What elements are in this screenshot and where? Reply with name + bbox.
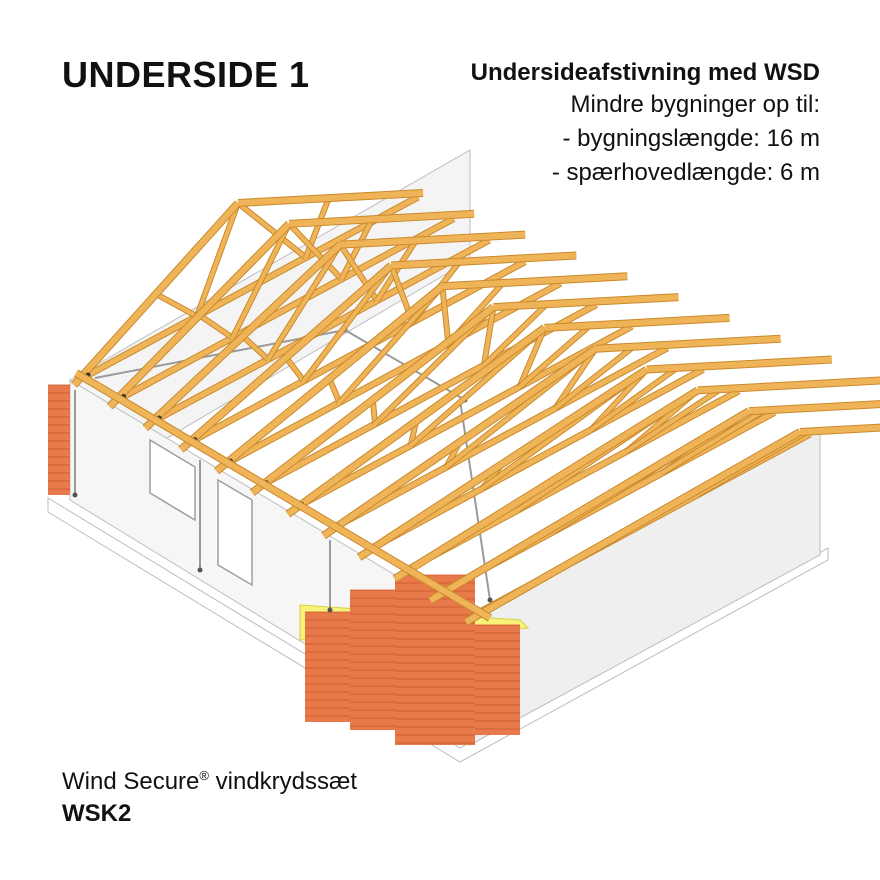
truss-top-chord — [71, 200, 241, 388]
truss-bottom-chord — [229, 280, 562, 464]
truss-web — [482, 304, 547, 367]
truss-web — [284, 356, 306, 383]
truss-top-chord — [288, 210, 475, 227]
truss-web — [198, 313, 234, 340]
product-name-suffix: vindkrydssæt — [208, 768, 358, 795]
strap-anchor — [327, 607, 333, 613]
brick-block — [475, 625, 520, 735]
truss-bottom-chord — [371, 367, 705, 550]
brick-block — [48, 385, 70, 495]
brick-block — [305, 612, 350, 722]
truss-top-chord — [595, 335, 781, 352]
truss-web — [195, 202, 240, 317]
truss-bottom-chord — [336, 345, 669, 529]
info-line-3: - spærhovedlængde: 6 m — [551, 159, 820, 186]
product-code: WSK2 — [62, 800, 132, 827]
truss-top-chord — [357, 367, 649, 560]
truss-top-chord — [340, 231, 526, 248]
truss-top-chord — [250, 304, 496, 496]
truss-web — [518, 325, 590, 389]
registered-mark: ® — [199, 768, 209, 783]
truss-web — [266, 243, 342, 361]
strap-anchor — [72, 492, 78, 498]
strap-anchor — [197, 567, 203, 573]
truss-top-chord — [646, 356, 832, 373]
strap-anchor — [487, 597, 493, 603]
truss-top-chord — [391, 252, 577, 269]
truss-web — [517, 327, 547, 388]
product-name-text: Wind Secure — [62, 768, 200, 795]
truss-top-chord — [321, 346, 598, 539]
truss-web — [287, 222, 343, 281]
truss-bottom-chord — [300, 324, 634, 507]
truss-top-chord — [464, 429, 802, 625]
truss-web — [554, 346, 633, 410]
page-title: UNDERSIDE 1 — [62, 54, 310, 95]
roof-truss-icon — [71, 189, 880, 626]
truss-top-chord — [214, 283, 445, 474]
info-line-2: - bygningslængde: 16 m — [562, 125, 820, 152]
truss-web — [553, 347, 598, 410]
truss-web — [339, 220, 374, 280]
truss-web — [661, 410, 763, 475]
truss-top-chord — [143, 242, 343, 431]
truss-web — [230, 222, 291, 339]
truss-web — [337, 284, 444, 404]
truss-top-chord — [748, 401, 880, 415]
truss-top-chord — [442, 273, 628, 290]
product-block: Wind Secure® vindkrydssæt WSK2 — [62, 760, 357, 830]
info-block: Undersideafstivning med WSD Mindre bygni… — [471, 58, 820, 190]
truss-bottom-chord — [86, 194, 420, 378]
truss-top-chord — [107, 221, 292, 409]
truss-web — [327, 377, 342, 404]
truss-top-chord — [428, 408, 751, 604]
wall-plate — [74, 370, 492, 621]
truss-top-chord — [286, 325, 547, 517]
window-opening — [149, 438, 196, 522]
product-name: Wind Secure® vindkrydssæt — [62, 760, 357, 798]
truss-web — [482, 306, 496, 366]
truss-web — [589, 367, 677, 432]
brick-wall-icon — [48, 384, 520, 745]
truss-top-chord — [799, 424, 880, 435]
truss-web — [625, 388, 720, 454]
brick-block — [350, 590, 395, 730]
info-line-1: Mindre bygninger op til: — [570, 91, 820, 118]
truss-top-chord — [544, 314, 730, 331]
truss-top-chord — [178, 263, 394, 452]
truss-top-chord — [393, 387, 700, 582]
floor-slab — [47, 497, 829, 763]
truss-top-chord — [697, 377, 880, 394]
truss-web — [236, 201, 308, 260]
truss-top-chord — [237, 190, 424, 206]
truss-bottom-chord — [122, 216, 455, 399]
truss-web — [302, 264, 393, 383]
door-opening — [217, 478, 253, 587]
truss-web — [440, 286, 451, 344]
truss-web — [241, 334, 270, 361]
truss-top-chord — [493, 294, 679, 311]
truss-web — [155, 292, 198, 319]
info-subtitle: Undersideafstivning med WSD — [470, 59, 820, 86]
